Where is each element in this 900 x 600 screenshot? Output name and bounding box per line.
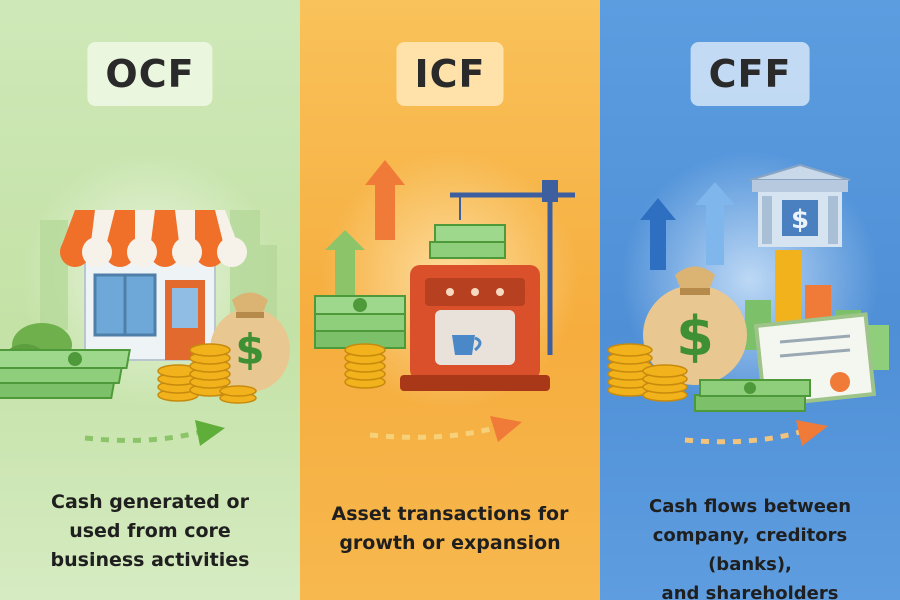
panel-description: Cash flows between company, creditors (b… [648, 496, 852, 600]
svg-text:$: $ [791, 205, 809, 235]
panel-description: Asset transactions for growth or expansi… [331, 503, 569, 554]
arrow-up-icon [640, 182, 735, 270]
cash-stack-icon [694, 379, 811, 412]
coin-stack-icon [607, 343, 688, 402]
coin-stack-icon [157, 343, 257, 404]
bank-icon: $ [749, 163, 851, 247]
arrow-right-icon [84, 420, 225, 446]
storefront-icon [60, 210, 247, 361]
icf-illustration [314, 160, 575, 442]
cash-stack-icon [0, 349, 131, 399]
svg-text:$: $ [235, 325, 264, 374]
panel-cff: CFF $ [600, 0, 900, 600]
panel-title: OCF [87, 42, 213, 106]
panel-ocf: OCF [0, 0, 300, 600]
coffee-machine-icon [400, 265, 550, 391]
panel-description: Cash generated or used from core busines… [50, 491, 250, 571]
money-bag-icon: $ [643, 266, 747, 385]
cash-stack-icon [314, 295, 406, 349]
ocf-illustration: $ [0, 210, 290, 446]
cff-illustration: $ $ [607, 163, 889, 446]
money-bag-icon: $ [210, 292, 290, 392]
coin-stack-icon [344, 343, 386, 389]
panel-icf: ICF [300, 0, 600, 600]
arrow-right-icon [684, 420, 828, 446]
svg-text:$: $ [676, 305, 714, 368]
panel-title: ICF [396, 42, 504, 106]
arrow-right-icon [369, 416, 522, 442]
panel-title: CFF [690, 42, 810, 106]
